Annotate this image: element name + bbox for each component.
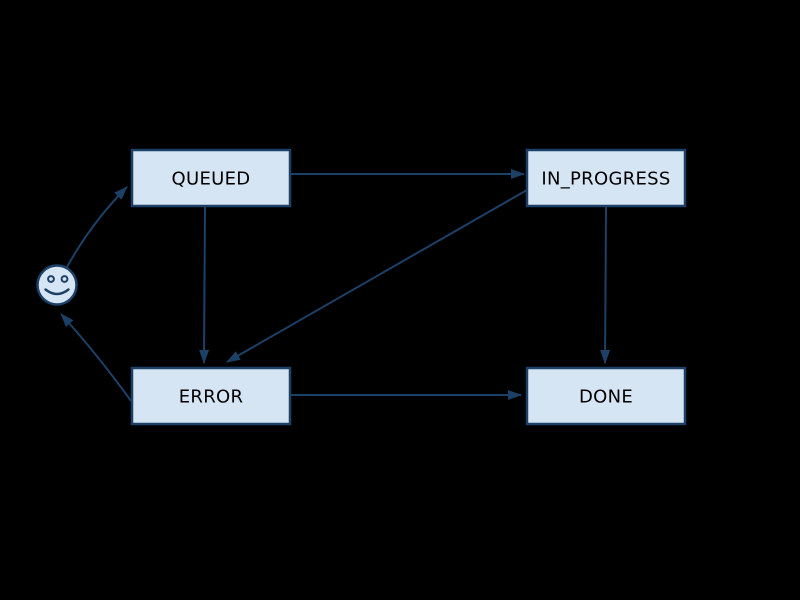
edge-in-progress-to-done (600, 206, 611, 364)
state-node-queued-label: QUEUED (172, 169, 251, 190)
state-node-in-progress-box (525, 148, 687, 208)
smiley-left-eye (47, 275, 55, 283)
state-node-error-label: ERROR (179, 387, 244, 408)
edge-in-progress-to-error (226, 189, 528, 363)
state-node-in-progress: IN_PROGRESS (525, 148, 687, 208)
state-node-queued-box (130, 148, 292, 208)
state-node-done: DONE (525, 366, 687, 426)
edge-queued-to-error (199, 206, 210, 364)
state-node-done-box (525, 366, 687, 426)
state-node-in-progress-label: IN_PROGRESS (541, 169, 670, 190)
edge-initial-to-queued (66, 186, 128, 268)
smiley-right-eye (60, 275, 69, 283)
initial-state-smiley-icon (36, 264, 78, 306)
smiley-face-circle (36, 264, 78, 306)
edge-error-to-initial (60, 313, 132, 402)
state-node-done-label: DONE (579, 387, 633, 408)
state-node-queued: QUEUED (130, 148, 292, 208)
smiley-mouth (44, 288, 70, 296)
edge-layer (60, 169, 611, 402)
state-node-error-box (130, 366, 292, 426)
node-layer: QUEUED IN_PROGRESS ERROR DONE (130, 148, 687, 426)
state-node-error: ERROR (130, 366, 292, 426)
